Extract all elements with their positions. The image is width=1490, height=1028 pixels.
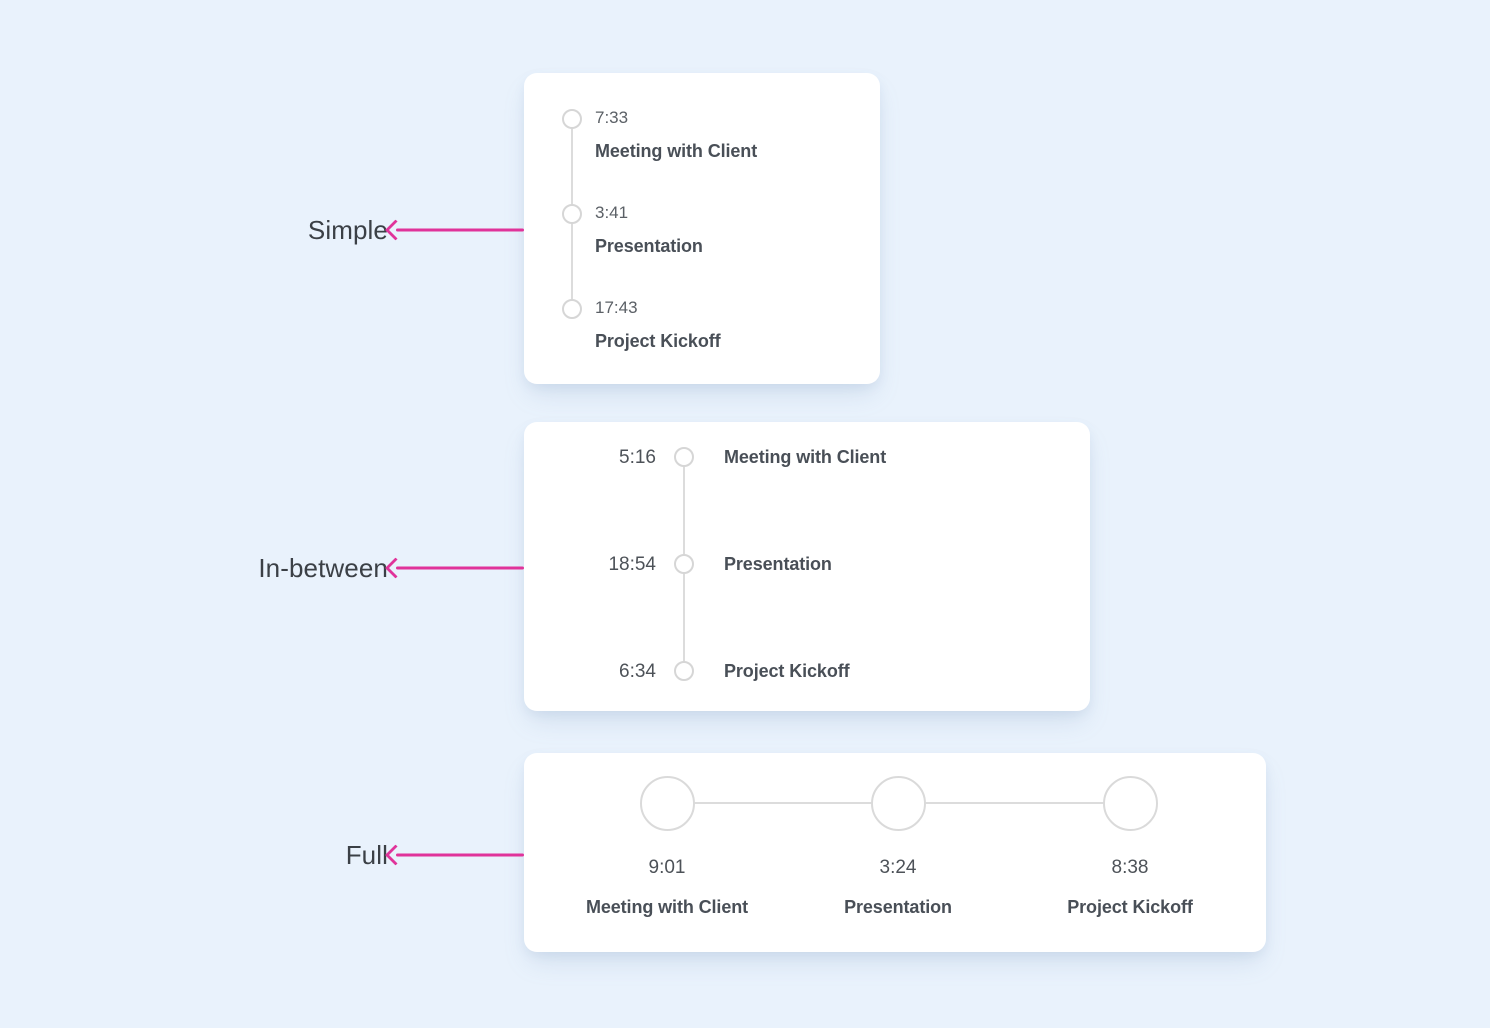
timeline-node-dot-icon[interactable] [1102,776,1158,831]
timeline-list-full: 9:01 Meeting with Client 3:24 Presentati… [524,753,1266,952]
timeline-item-title: Project Kickoff [595,331,721,351]
timeline-item-title: Project Kickoff [1067,897,1193,917]
timeline-node-dot-icon[interactable] [562,299,582,319]
arrow-head [384,557,407,579]
timeline-item[interactable]: 3:41 Presentation [562,193,757,309]
arrow-head [384,219,407,241]
timeline-item-time: 3:24 [879,857,917,878]
arrow-left-icon [384,842,524,868]
timeline-item-title: Presentation [724,554,832,574]
arrow-line [396,566,524,570]
timeline-item-time: 17:43 [595,298,638,317]
timeline-list-simple: 7:33 Meeting with Client 3:41 Presentati… [562,98,757,383]
timeline-item[interactable]: 18:54 Presentation [524,554,1090,671]
arrow-left-icon [384,555,524,581]
timeline-node-dot-icon[interactable] [639,776,695,831]
timeline-node-dot-icon[interactable] [562,109,582,129]
timeline-node-dot-icon[interactable] [870,776,926,831]
arrow-line [396,853,524,857]
timeline-connector-line [571,214,573,309]
annotation-label: In-between [258,553,388,583]
timeline-item-title: Meeting with Client [595,141,758,161]
timeline-item[interactable]: 5:16 Meeting with Client [524,447,1090,564]
timeline-connector-line [683,457,685,564]
timeline-item-title: Meeting with Client [585,897,749,917]
timeline-item-title: Presentation [844,897,952,917]
annotation-full: Full [210,835,524,875]
timeline-item-title: Meeting with Client [724,447,887,467]
timeline-item-time: 8:38 [1111,857,1149,878]
timeline-item[interactable]: 3:24 Presentation [813,776,983,916]
timeline-card-in-between: 5:16 Meeting with Client 18:54 Presentat… [524,422,1090,711]
annotation-in-between: In-between [110,548,524,588]
timeline-node-dot-icon[interactable] [562,204,582,224]
timeline-item[interactable]: 7:33 Meeting with Client [562,98,758,214]
arrow-head [384,844,407,866]
annotation-label: Full [345,840,388,870]
arrow-line [396,228,524,232]
timeline-item-time: 6:34 [619,661,656,682]
timeline-list-in-between: 5:16 Meeting with Client 18:54 Presentat… [524,447,1090,768]
arrow-left-icon [384,217,524,243]
timeline-item-title: Project Kickoff [724,661,850,681]
timeline-connector-line [683,564,685,671]
timeline-node-dot-icon[interactable] [674,447,694,467]
annotation-label: Simple [307,215,388,245]
timeline-node-dot-icon[interactable] [674,661,694,681]
timeline-item[interactable]: 6:34 Project Kickoff [524,661,1090,768]
timeline-node-dot-icon[interactable] [674,554,694,574]
timeline-item-time: 5:16 [619,447,656,468]
annotation-simple: Simple [170,210,524,250]
timeline-card-simple: 7:33 Meeting with Client 3:41 Presentati… [524,73,880,384]
timeline-item[interactable]: 8:38 Project Kickoff [1045,776,1215,916]
timeline-item-time: 3:41 [595,203,629,222]
timeline-connector-line [571,119,573,214]
timeline-item-time: 7:33 [595,108,629,127]
timeline-item[interactable]: 17:43 Project Kickoff [562,288,757,383]
timeline-item[interactable]: 9:01 Meeting with Client [582,776,752,916]
timeline-item-time: 9:01 [648,857,686,878]
timeline-item-time: 18:54 [608,554,656,575]
timeline-card-full: 9:01 Meeting with Client 3:24 Presentati… [524,753,1266,952]
timeline-item-title: Presentation [595,236,703,256]
